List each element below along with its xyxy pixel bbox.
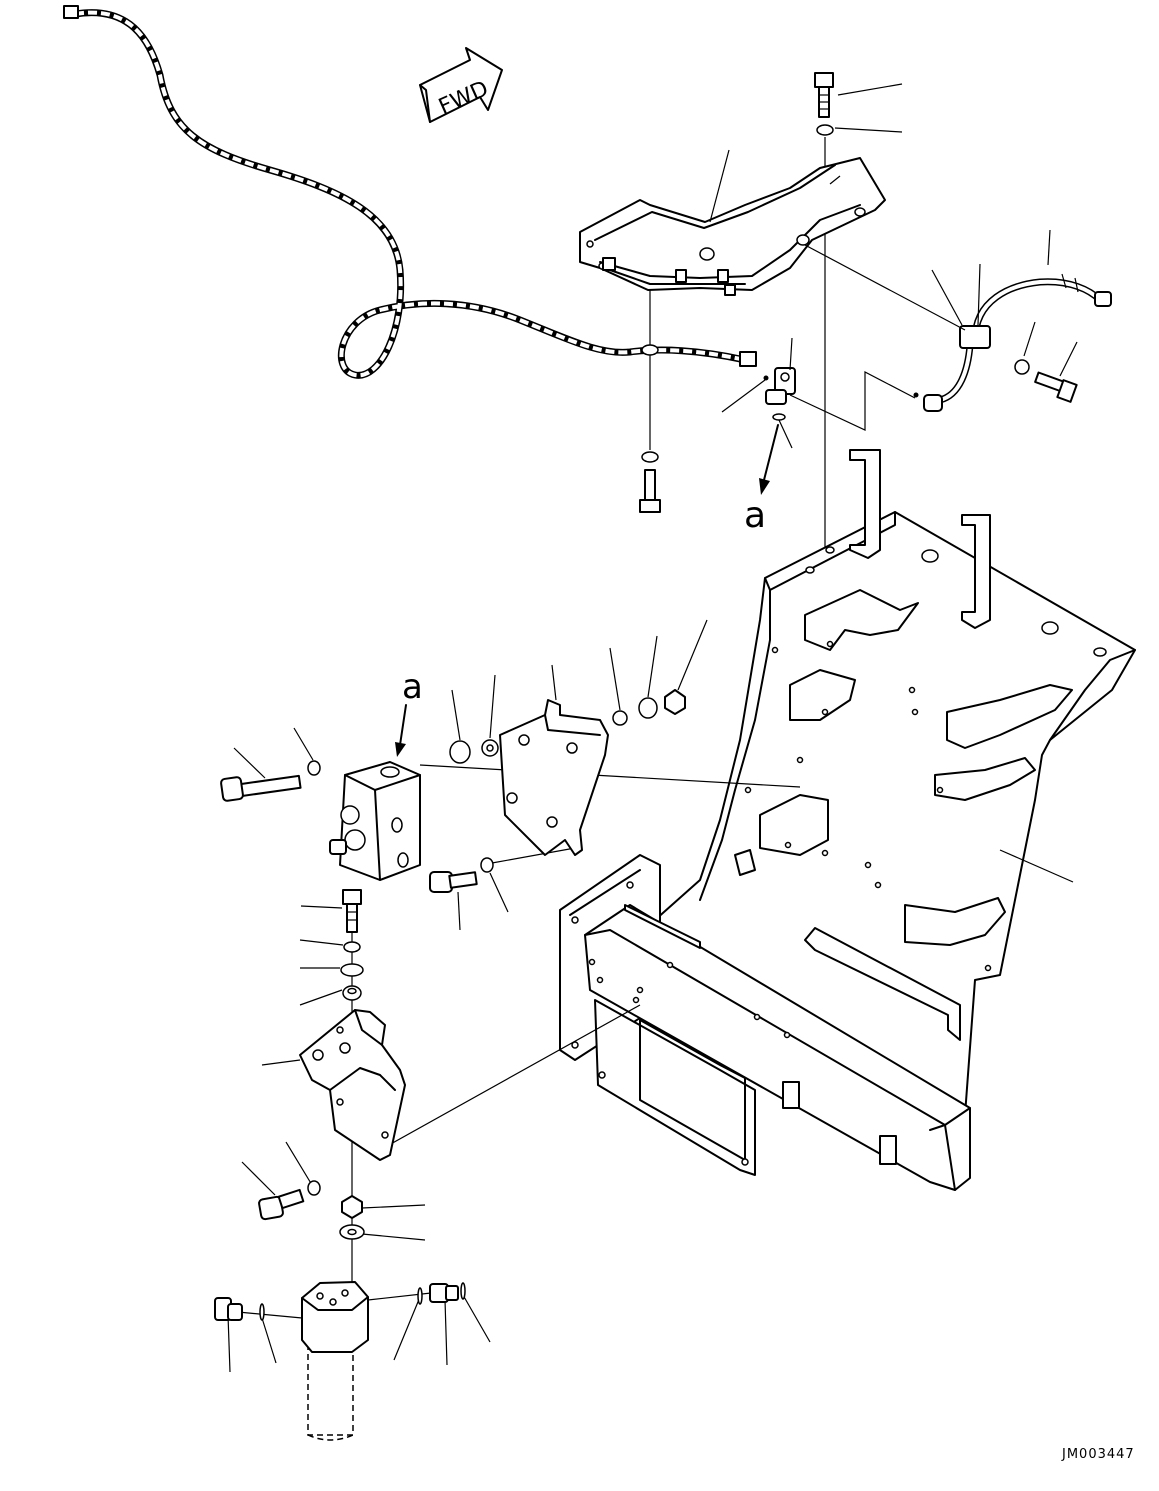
filter-canister: [301, 1281, 369, 1441]
mid-bolt: [429, 871, 478, 893]
leader-lines-top: [709, 83, 1078, 449]
lower-nut: [341, 1195, 363, 1219]
fwd-arrow: FWD: [419, 47, 503, 123]
top-washer: [816, 124, 834, 136]
hose-end-fitting: [63, 5, 79, 19]
pipe-route-line: [789, 371, 916, 431]
hose-washer: [1014, 359, 1030, 375]
valve-washer: [307, 760, 321, 776]
hose-end-fitting-right: [739, 351, 757, 367]
upper-bracket: [579, 157, 886, 296]
washer-c: [638, 697, 658, 719]
elbow-fitting: [763, 367, 796, 421]
nut-b: [664, 689, 686, 715]
drawing-code: JM003447: [1061, 1447, 1135, 1462]
main-frame: [654, 449, 1136, 1121]
lower-bolt-left: [258, 1188, 305, 1221]
filter-right-fitting: [417, 1282, 466, 1305]
view-mark-left: a: [402, 667, 423, 707]
washer-a: [449, 740, 471, 764]
filter-left-centerline: [237, 1311, 303, 1319]
lower-left-washer: [307, 1180, 321, 1196]
view-arrow-left: [395, 704, 407, 757]
filter-right-centerline: [367, 1291, 441, 1301]
hose-bolt: [1034, 371, 1078, 403]
front-cross-member: [559, 854, 971, 1191]
lower-washer: [641, 451, 659, 463]
lower-bolt: [639, 469, 661, 513]
hose-guide-line: [804, 244, 966, 331]
valve-block: [329, 761, 421, 881]
view-mark-top: a: [744, 495, 766, 536]
hose-clamp: [641, 344, 659, 356]
lower-stack: [340, 889, 364, 1001]
leader-lines-mid: [233, 619, 1074, 931]
dashed-hose: [63, 5, 757, 379]
washer-b: [612, 710, 628, 726]
view-arrow-top: [759, 424, 779, 495]
mid-washer: [480, 857, 494, 873]
plate-bracket: [499, 699, 609, 856]
lower-bracket: [299, 1009, 406, 1161]
right-hose: [923, 273, 1112, 412]
top-bolt: [814, 72, 834, 118]
lower-leader-lines: [227, 905, 491, 1373]
filter-left-fitting: [214, 1297, 265, 1321]
valve-bolt: [220, 774, 302, 802]
